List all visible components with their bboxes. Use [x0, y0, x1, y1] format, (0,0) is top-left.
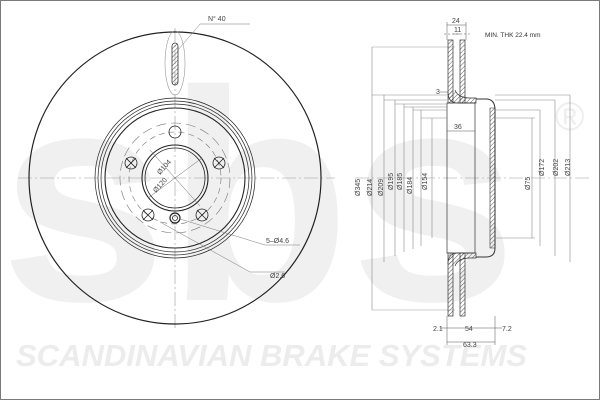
watermark-logo: sbs [0, 28, 517, 364]
dim-dia-75: Ø75 [525, 177, 532, 190]
dim-dia-185: Ø185 [397, 173, 404, 190]
dim-dia-195: Ø195 [388, 173, 395, 190]
dim-7-2: 7.2 [502, 326, 512, 333]
min-thickness-note: MIN. THK 22.4 mm [485, 32, 541, 39]
dim-dia-154: Ø154 [422, 173, 429, 190]
bolt-hole-label: 5–Ø4.6 [266, 238, 289, 245]
section-view [355, 22, 590, 345]
vent-slot [164, 30, 186, 96]
dim-2-1: 2.1 [433, 326, 443, 333]
dim-dia-184: Ø184 [407, 177, 414, 194]
watermark-tagline: SCANDINAVIAN BRAKE SYSTEMS [16, 338, 527, 373]
dim-hub-width-36: 36 [454, 124, 462, 131]
dim-dia-345: Ø345 [355, 179, 362, 196]
dim-offset-3: 3 [436, 89, 440, 96]
dim-54: 54 [465, 326, 473, 333]
dim-dia-213: Ø213 [565, 159, 572, 176]
front-view [18, 23, 335, 330]
dim-dia-172: Ø172 [539, 159, 546, 176]
dim-dia-209: Ø209 [378, 179, 385, 196]
dim-dia-202: Ø202 [553, 159, 560, 176]
dim-width-11: 11 [454, 27, 461, 34]
bolt-holes [124, 125, 226, 224]
small-hole-label: Ø2.6 [270, 273, 285, 280]
dim-width-24: 24 [452, 18, 460, 25]
sbs-watermark: sbs ® SCANDINAVIAN BRAKE SYSTEMS [0, 28, 584, 373]
dim-63-3: 63.3 [463, 342, 477, 349]
dim-dia-214: Ø214 [367, 179, 374, 196]
disc-outer-edge [28, 31, 322, 325]
vent-count-label: N° 40 [208, 15, 226, 23]
center-bore [141, 144, 209, 212]
